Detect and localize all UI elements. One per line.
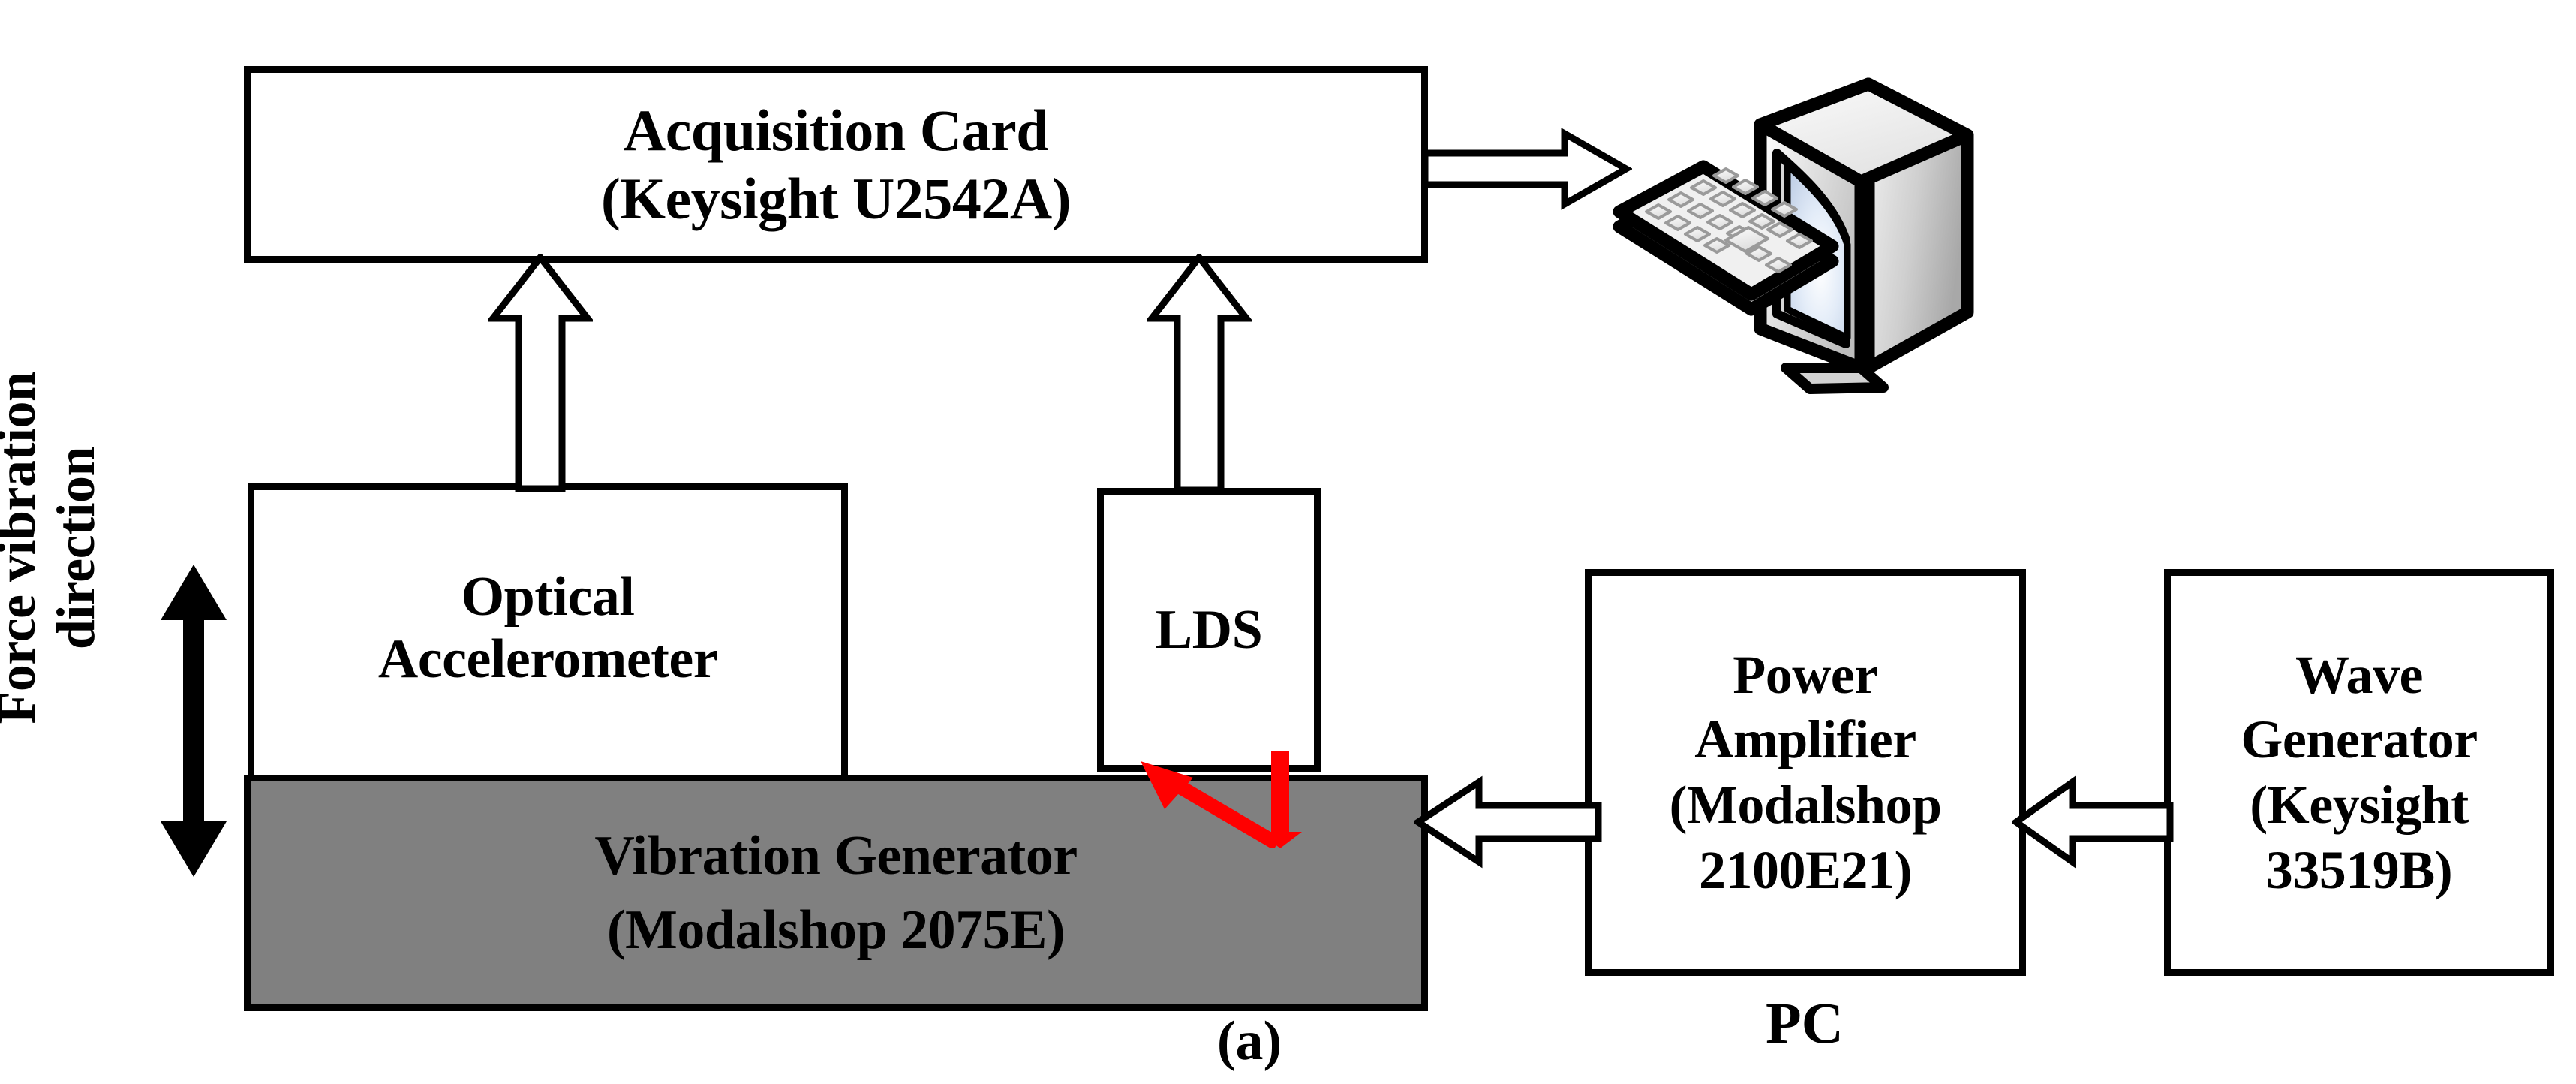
pc-illustration <box>1613 77 1974 394</box>
wave-generator-line-3: (Keysight <box>2250 775 2469 835</box>
power-amplifier-line-4: 2100E21) <box>1699 839 1913 900</box>
force-direction-line-2: direction <box>46 446 106 650</box>
force-vibration-direction-arrow <box>161 565 227 877</box>
wave-generator-line-2: Generator <box>2241 709 2478 770</box>
block-optical-accelerometer[interactable]: Optical Accelerometer <box>248 483 848 778</box>
block-power-amplifier[interactable]: Power Amplifier (Modalshop 2100E21) <box>1585 569 2026 976</box>
arrow-power-amplifier-to-vibration-generator <box>1414 775 1602 869</box>
block-lds[interactable]: LDS <box>1097 488 1321 772</box>
wave-generator-line-1: Wave <box>2295 644 2423 705</box>
arrow-accelerometer-to-acq-card <box>488 254 593 492</box>
keyboard-icon <box>1613 160 1839 316</box>
block-acquisition-card[interactable]: Acquisition Card (Keysight U2542A) <box>244 66 1428 263</box>
pc-label: PC <box>1766 990 1844 1055</box>
vibration-generator-line-2: (Modalshop 2075E) <box>606 899 1066 961</box>
power-amplifier-line-1: Power <box>1733 644 1878 705</box>
lds-laser-arrows <box>1141 751 1302 848</box>
wave-generator-line-4: 33519B) <box>2265 839 2453 900</box>
arrow-lds-to-acq-card <box>1147 254 1252 494</box>
figure-caption: (a) <box>1216 1010 1282 1072</box>
force-direction-line-1: Force vibration <box>0 372 47 724</box>
block-wave-generator[interactable]: Wave Generator (Keysight 33519B) <box>2164 569 2554 976</box>
arrow-acq-card-to-pc <box>1422 128 1632 210</box>
arrow-wave-generator-to-power-amplifier <box>2012 775 2174 869</box>
acquisition-card-line-1: Acquisition Card <box>623 97 1049 163</box>
optical-accelerometer-line-2: Accelerometer <box>377 628 718 690</box>
optical-accelerometer-line-1: Optical <box>461 565 635 628</box>
optical-accelerometer-text: Optical Accelerometer <box>377 565 718 691</box>
vibration-generator-line-1: Vibration Generator <box>594 824 1078 887</box>
power-amplifier-line-2: Amplifier <box>1694 709 1916 770</box>
power-amplifier-line-3: (Modalshop <box>1669 775 1942 835</box>
acquisition-card-line-2: (Keysight U2542A) <box>600 166 1072 231</box>
lds-label: LDS <box>1155 598 1263 661</box>
force-vibration-direction-label: Force vibration direction <box>0 278 110 818</box>
